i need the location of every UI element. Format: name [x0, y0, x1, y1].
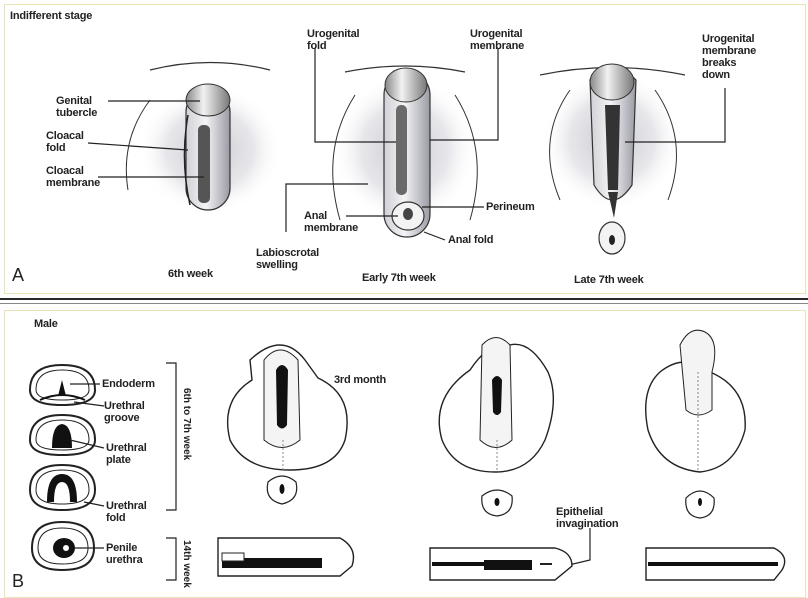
perineum-label: Perineum — [486, 201, 535, 213]
endoderm-label: Endoderm — [102, 378, 155, 390]
sixth-week-embryo — [126, 63, 282, 216]
third-month-label: 3rd month — [334, 374, 386, 386]
anal-membrane-label: Anal membrane — [304, 210, 358, 234]
cloacal-membrane-label: Cloacal membrane — [46, 165, 100, 189]
longitudinal-section-one — [218, 538, 354, 576]
cross-section-urethral-fold — [30, 465, 95, 510]
urethral-plate-label: Urethral plate — [106, 442, 147, 466]
week-14-vertical-label: 14th week — [181, 540, 192, 588]
stage-label-late-7th-week: Late 7th week — [574, 274, 644, 286]
longitudinal-section-two — [430, 548, 572, 580]
urogenital-membrane-label: Urogenital membrane — [470, 28, 524, 52]
panel-a-title: Indifferent stage — [10, 10, 92, 22]
labioscrotal-swelling-label: Labioscrotal swelling — [256, 247, 319, 271]
cross-section-penile-urethra — [32, 522, 94, 570]
penile-urethra-label: Penile urethra — [106, 542, 143, 566]
epithelial-invagination-label: Epithelial invagination — [556, 506, 618, 530]
panel-a-letter: A — [12, 266, 24, 284]
longitudinal-section-three — [646, 548, 785, 580]
urethral-fold-label: Urethral fold — [106, 500, 147, 524]
panel-b-title: Male — [34, 318, 58, 330]
cross-section-endoderm — [30, 365, 95, 405]
panel-b-brackets — [166, 363, 176, 580]
urogenital-fold-label: Urogenital fold — [307, 28, 359, 52]
male-figure-two — [439, 338, 553, 517]
stage-label-6th-week: 6th week — [168, 268, 213, 280]
late-seventh-week-embryo — [540, 64, 685, 254]
weeks-range-vertical-label: 6th to 7th week — [181, 388, 192, 460]
urogenital-membrane-breaks-label: Urogenital membrane breaks down — [702, 33, 756, 81]
cross-section-urethral-plate — [30, 415, 95, 455]
cloacal-fold-label: Cloacal fold — [46, 130, 84, 154]
male-figure-three — [646, 330, 746, 518]
stage-label-early-7th-week: Early 7th week — [362, 272, 436, 284]
anal-fold-label: Anal fold — [448, 234, 493, 246]
genital-tubercle-label: Genital tubercle — [56, 95, 97, 119]
panel-b-letter: B — [12, 572, 24, 590]
urethral-groove-label: Urethral groove — [104, 400, 145, 424]
male-figure-one — [228, 345, 348, 504]
